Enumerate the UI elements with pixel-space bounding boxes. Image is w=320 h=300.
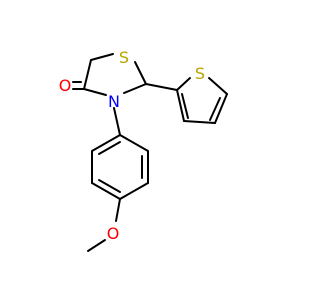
bond-ch2-s [90,53,114,61]
bond-th-c4c5-double [209,97,221,121]
carbonyl-oxygen-label: O [59,76,72,95]
bond-ar-4 [91,182,121,200]
atom-labels: S N O S O [59,48,205,243]
bond-ar-inner-3 [98,141,121,155]
bond-th-s-c5 [208,77,228,95]
bonds [72,53,228,252]
bond-n-c4 [83,88,107,96]
thiazolidine-sulfur-label: S [119,48,129,67]
bond-s-c2 [134,61,147,85]
bond-th-c2-s [176,77,191,91]
bond-ar-o [115,198,121,222]
thiophene-sulfur-label: S [195,64,205,83]
bond-th-c4-c3 [183,120,216,124]
bond-ar-6 [91,134,121,152]
chemical-structure-diagram: S N O S O [59,48,228,252]
bond-c4-ch2 [83,59,92,90]
bond-o-ch3 [87,239,106,252]
bond-th-c2c3-double [181,93,189,119]
bond-c2-thiophene [145,83,178,91]
bond-th-c3-c2 [176,89,185,122]
bond-n-aryl [113,107,121,136]
bond-ar-inner-2 [98,179,121,193]
bond-ar-3 [119,182,149,200]
bond-c2-n [123,83,147,94]
bond-th-c5-c4 [214,93,228,124]
methoxy-oxygen-label: O [107,224,120,243]
bond-ar-1 [119,134,149,152]
nitrogen-label: N [108,92,120,111]
